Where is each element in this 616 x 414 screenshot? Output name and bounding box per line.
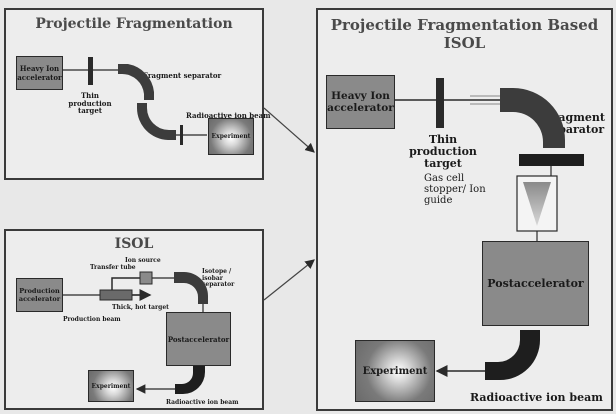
output-magnet-isol: [175, 366, 205, 394]
thin-target-large: [436, 78, 444, 128]
radioactive-ion-beam-label-isol: Radioactive ion beam: [166, 399, 239, 406]
experiment-box-isol: Experiment: [88, 370, 134, 402]
panel-title: ISOL: [114, 236, 154, 252]
postaccelerator-box-large: Postaccelerator: [482, 241, 589, 326]
radioactive-ion-beam-label: Radioactive ion beam: [186, 111, 271, 120]
isotope-separator-label: Isotope / isobar separator: [202, 268, 235, 289]
arrow-isol-to-combined: [263, 259, 315, 301]
ion-source-label: Ion source: [125, 257, 161, 264]
transfer-tube-label: Transfer tube: [90, 264, 136, 271]
production-beam-label: Production beam: [63, 316, 121, 323]
panel-title-line1: Projectile Fragmentation Based: [330, 16, 599, 34]
experiment-box-large: Experiment: [355, 340, 435, 402]
experiment-box: Experiment: [208, 118, 254, 155]
heavy-ion-accelerator-label-large: Heavy Ion accelerator: [327, 90, 394, 114]
panel-projectile-fragmentation: Projectile Fragmentation: [4, 8, 264, 180]
postaccelerator-label-small: Postaccelerator: [167, 334, 230, 344]
thick-target: [99, 289, 133, 301]
ion-source: [139, 271, 153, 285]
degrader-bar: [519, 154, 584, 166]
postaccelerator-label-large: Postaccelerator: [487, 277, 584, 290]
gas-cell-label: Gas cell stopper/ Ion guide: [424, 173, 486, 206]
experiment-label-isol: Experiment: [91, 382, 131, 390]
transfer-tube: [111, 277, 140, 290]
production-accelerator-label: Production accelerator: [18, 287, 61, 303]
heavy-ion-accelerator-box-large: Heavy Ion accelerator: [326, 75, 395, 129]
thin-target-label: Thin production target: [68, 91, 112, 116]
experiment-label: Experiment: [211, 133, 251, 140]
output-magnet-large: [485, 330, 540, 380]
panel-title-line2: ISOL: [443, 34, 486, 52]
thin-target-label-large: Thin production target: [409, 133, 477, 171]
thin-target: [88, 57, 93, 85]
heavy-ion-accelerator-label: Heavy Ion accelerator: [17, 64, 62, 82]
gas-cell-cone: [523, 182, 551, 226]
separator-magnet-2: [137, 103, 176, 140]
production-accelerator-box: Production accelerator: [16, 278, 63, 312]
fragment-separator-label: Fragment separator: [143, 71, 222, 80]
fragment-separator-magnet-large: [500, 88, 565, 148]
heavy-ion-accelerator-box: Heavy Ion accelerator: [16, 56, 63, 90]
beam-slit: [180, 125, 183, 145]
fragment-separator-magnet: [118, 64, 154, 100]
experiment-label-large: Experiment: [362, 365, 428, 377]
arrow-pf-to-combined: [263, 107, 315, 153]
panel-title: Projectile Fragmentation: [35, 16, 233, 32]
postaccelerator-box-small: Postaccelerator: [166, 312, 231, 366]
radioactive-ion-beam-label-large: Radioactive ion beam: [470, 391, 603, 404]
thick-target-label: Thick, hot target: [112, 304, 169, 311]
isotope-separator-magnet: [174, 272, 208, 304]
